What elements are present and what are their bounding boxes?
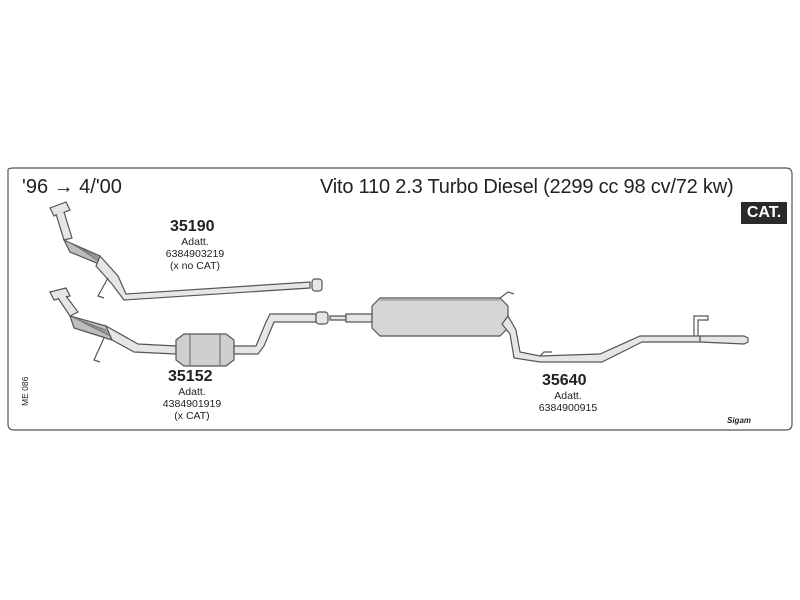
diagram-code: ME 086 bbox=[20, 376, 30, 406]
part-label-35152: Adatt. 4384901919 (x CAT) bbox=[152, 386, 232, 422]
part-number-35152: 35152 bbox=[168, 368, 213, 385]
adapter-label: Adatt. bbox=[554, 390, 582, 402]
fitment-note: (x no CAT) bbox=[170, 260, 220, 272]
part-label-35640: Adatt. 6384900915 bbox=[528, 390, 608, 414]
fitment-note: (x CAT) bbox=[174, 410, 210, 422]
rear-muffler-35640 bbox=[345, 291, 749, 363]
catalyst-pipe-35152 bbox=[49, 287, 347, 367]
oem-number: 6384900915 bbox=[538, 402, 598, 414]
vehicle-title: Vito 110 2.3 Turbo Diesel (2299 cc 98 cv… bbox=[320, 176, 734, 198]
brand-logo: Sigam bbox=[727, 416, 752, 425]
front-pipe-35190 bbox=[49, 201, 323, 301]
oem-number: 4384901919 bbox=[162, 398, 222, 410]
adapter-label: Adatt. bbox=[181, 236, 209, 248]
oem-number: 6384903219 bbox=[165, 248, 225, 260]
part-label-35190: Adatt. 6384903219 (x no CAT) bbox=[155, 236, 235, 272]
part-number-35190: 35190 bbox=[170, 218, 215, 235]
cat-badge: CAT. bbox=[741, 202, 787, 224]
date-range: '96 → 4/'00 bbox=[22, 176, 122, 198]
adapter-label: Adatt. bbox=[178, 386, 206, 398]
diagram-frame bbox=[7, 167, 793, 431]
part-number-35640: 35640 bbox=[542, 372, 587, 389]
